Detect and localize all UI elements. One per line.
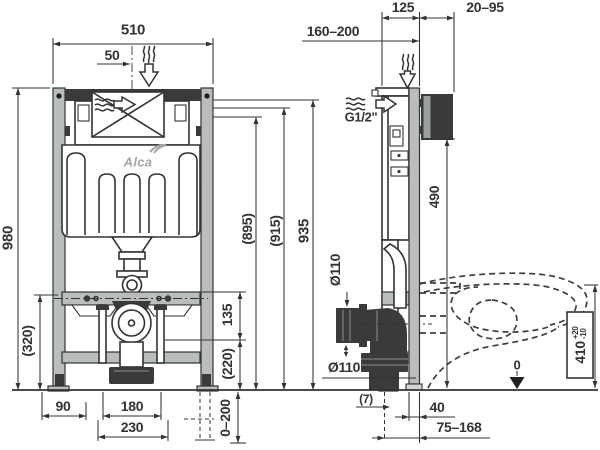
front-view-mounting xyxy=(54,291,208,384)
dim-bar-to-axis-label: 135 xyxy=(219,303,235,327)
front-view-cistern xyxy=(61,91,201,238)
dim-rod-spacing-label: 180 xyxy=(120,398,144,414)
water-supply-icon xyxy=(345,94,398,114)
dim-wall-range-label: 20–95 xyxy=(466,0,504,15)
dim-height-opt2-label: (915) xyxy=(267,215,283,247)
dim-height-opt1-label: (895) xyxy=(239,213,255,245)
side-view-dimensions xyxy=(302,12,598,443)
dim-bracket-width-label: 230 xyxy=(120,419,144,435)
dim-outlet-range-label: 75–168 xyxy=(436,419,482,435)
brand-logo: Alca xyxy=(123,154,153,170)
logo-swoosh-icon xyxy=(149,143,167,154)
dim-wall-plate-label: 40 xyxy=(429,399,445,415)
side-view-drain xyxy=(336,304,432,390)
side-view-wall xyxy=(405,87,453,391)
air-flow-right-icon xyxy=(94,95,137,114)
dim-leg-adjust-label: 0–200 xyxy=(217,399,233,437)
dim-side-offset-label: 90 xyxy=(55,398,71,414)
bowl-height-tol-minus: -10 xyxy=(579,328,588,340)
dim-gap-label: (7) xyxy=(359,392,373,406)
bowl-height-value: 410 xyxy=(572,341,588,364)
toilet-bowl-outline xyxy=(419,272,588,389)
front-view-flush-pipe xyxy=(110,236,154,296)
drain-diameter-lower-label: Ø110 xyxy=(327,359,361,375)
floor-level-icon xyxy=(509,377,525,389)
air-flow-down-icon xyxy=(138,45,160,88)
dim-frame-height-label: 980 xyxy=(0,225,17,251)
dim-panel-bottom-label: 490 xyxy=(426,185,442,209)
dim-axis-floor-label: (220) xyxy=(219,348,235,380)
floor-zero-label: 0 xyxy=(513,357,521,373)
dim-height-main-label: 935 xyxy=(295,218,313,244)
front-view-dimensions xyxy=(12,38,319,444)
air-flow-down-side-icon xyxy=(398,53,417,90)
dim-frame-depth-label: 125 xyxy=(391,0,415,15)
dim-total-width-label: 510 xyxy=(120,21,146,39)
dim-lower-height-label: (320) xyxy=(19,325,35,357)
drain-diameter-upper-label: Ø110 xyxy=(327,253,343,287)
water-supply-label: G1/2" xyxy=(344,109,378,125)
dim-depth-adjust-label: 160–200 xyxy=(306,23,360,39)
dim-offset-top-label: 50 xyxy=(104,47,120,63)
dim-bowl-height-label: 410 +20 -10 xyxy=(571,326,588,364)
